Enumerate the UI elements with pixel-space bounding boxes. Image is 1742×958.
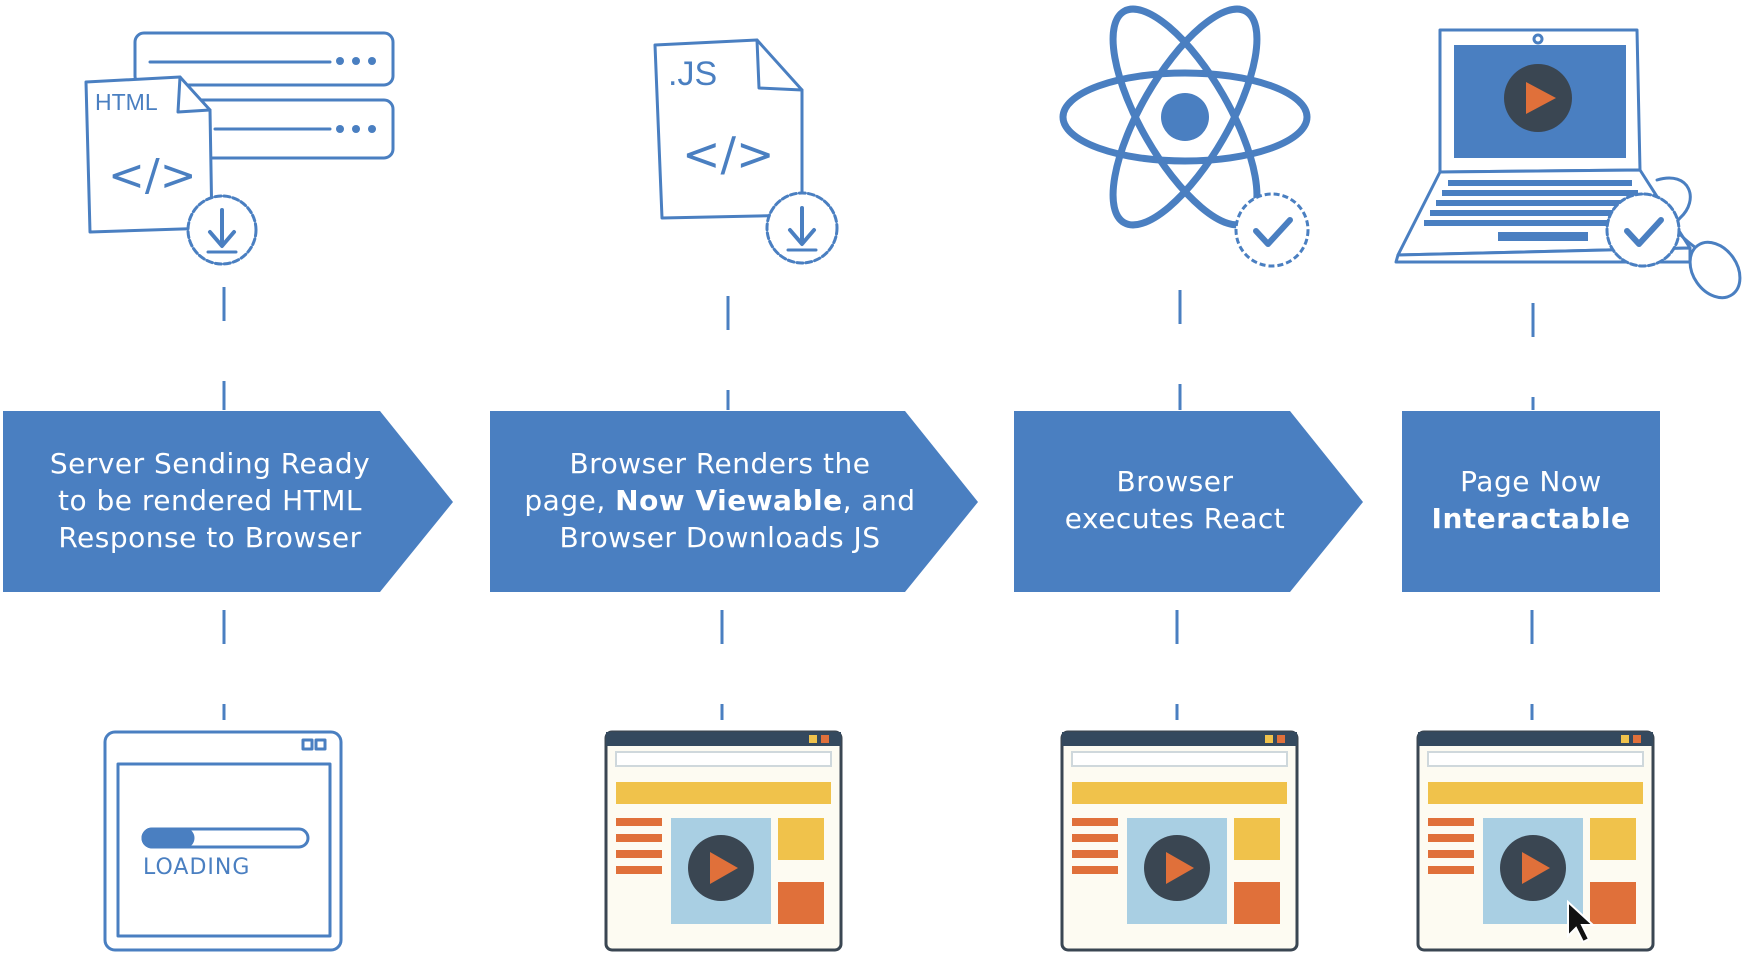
now-viewable-emphasis: Now Viewable <box>615 483 843 517</box>
laptop-icon <box>1394 28 1742 300</box>
step-2-line-3: Browser Downloads JS <box>559 520 881 554</box>
step-4-line-1: Page Now <box>1460 465 1602 498</box>
step-2-text: Browser Renders the page, Now Viewable, … <box>500 430 940 570</box>
step-1-text: Server Sending Ready to be rendered HTML… <box>10 430 410 570</box>
loading-window-icon: LOADING <box>103 730 343 952</box>
step-2-line-2: page, Now Viewable, and <box>524 483 916 517</box>
browser-page-icon-viewable <box>604 730 843 952</box>
browser-page-icon-react <box>1060 730 1299 952</box>
step-1-line-2: to be rendered HTML <box>58 483 362 517</box>
js-label: .JS <box>668 55 717 93</box>
step-4-line-2: Interactable <box>1402 500 1660 537</box>
step-3-line-1: Browser <box>1116 465 1234 498</box>
loading-label: LOADING <box>143 855 250 880</box>
step-2-line-1: Browser Renders the <box>569 446 871 480</box>
step-4-text: Page Now Interactable <box>1402 430 1660 570</box>
browser-page-icon-interactable <box>1416 730 1655 952</box>
html-server-icon: HTML </> <box>84 31 395 266</box>
step-4-banner <box>1402 411 1660 592</box>
code-glyph: </> <box>682 127 775 181</box>
dashed-connectors <box>222 287 1535 720</box>
html-label: HTML <box>95 89 158 115</box>
step-1-line-1: Server Sending Ready <box>49 446 371 480</box>
step-3-line-2: executes React <box>1064 502 1286 535</box>
step-3-banner <box>1014 411 1363 592</box>
react-atom-icon <box>1059 5 1311 268</box>
code-glyph: </> <box>108 150 197 201</box>
step-banners <box>3 411 1660 592</box>
js-file-icon: .JS </> <box>653 38 839 265</box>
step-1-line-3: Response to Browser <box>58 520 362 554</box>
step-3-text: Browser executes React <box>1020 430 1330 570</box>
step-1-banner <box>3 411 453 592</box>
step-2-banner <box>490 411 978 592</box>
mouse-cursor-icon <box>1567 899 1596 944</box>
interactable-emphasis: Interactable <box>1431 502 1631 535</box>
